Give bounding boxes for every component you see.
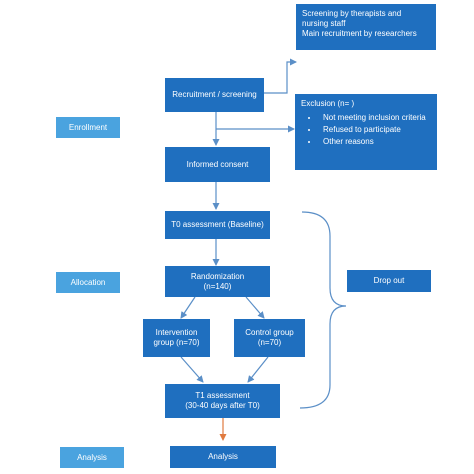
arrow-randomization-to-intervention [180,296,196,319]
arrow-randomization-to-control [245,296,265,319]
randomization-count: (n=140) [203,281,232,291]
screening-note-box: Screening by therapists and nursing staf… [296,4,436,50]
control-label: Control group [245,328,294,337]
screening-note-line-2: nursing staff [302,19,346,28]
arrow-recruitment-to-screening-note [264,58,297,94]
screening-note-line-3: Main recruitment by researchers [302,29,417,38]
recruitment-label: Recruitment / screening [172,90,257,99]
t1-assessment-timing: (30-40 days after T0) [185,401,260,410]
analysis-label: Analysis [208,452,238,461]
arrow-intervention-to-t1 [180,356,204,383]
control-count: (n=70) [257,338,282,347]
t0-assessment-label: T0 assessment (Baseline) [171,220,264,229]
stage-analysis: Analysis [60,447,124,468]
stage-analysis-label: Analysis [77,453,107,462]
exclusion-box: Exclusion (n= ) Not meeting inclusion cr… [295,94,437,170]
stage-allocation: Allocation [56,272,120,293]
t1-assessment-box: T1 assessment (30-40 days after T0) [165,384,280,418]
informed-consent-box: Informed consent [165,147,270,182]
exclusion-item: Other reasons [319,137,431,147]
dropout-box: Drop out [347,270,431,292]
exclusion-item: Refused to participate [319,125,431,135]
exclusion-list: Not meeting inclusion criteria Refused t… [301,113,431,147]
intervention-group-box: Intervention group (n=70) [143,319,210,357]
dropout-label: Drop out [373,276,405,285]
control-group-box: Control group (n=70) [234,319,305,357]
stage-allocation-label: Allocation [70,278,106,287]
randomization-box: Randomization (n=140) [165,266,270,297]
randomization-label: Randomization [190,271,245,281]
screening-note-line-1: Screening by therapists and [302,9,402,18]
exclusion-item: Not meeting inclusion criteria [319,113,431,123]
stage-enrollment-label: Enrollment [68,123,108,132]
t0-assessment-box: T0 assessment (Baseline) [165,211,270,239]
analysis-box: Analysis [170,446,276,468]
recruitment-box: Recruitment / screening [165,78,264,112]
intervention-count: group (n=70) [153,338,200,347]
dropout-brace [299,211,347,409]
informed-consent-label: Informed consent [186,159,249,169]
stage-enrollment: Enrollment [56,117,120,138]
arrow-control-to-t1 [247,356,269,383]
t1-assessment-label: T1 assessment [195,391,250,400]
exclusion-title: Exclusion (n= ) [301,99,355,108]
intervention-label: Intervention [155,328,198,337]
